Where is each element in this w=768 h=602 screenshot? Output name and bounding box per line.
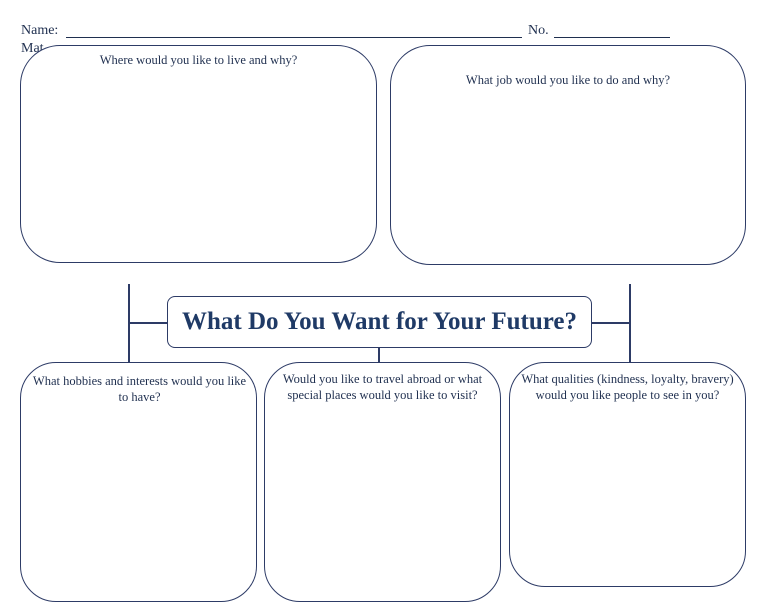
travel-prompt: Would you like to travel abroad or what … [282,372,483,402]
qualities-box[interactable]: What qualities (kindness, loyalty, brave… [509,362,746,587]
page-title: What Do You Want for Your Future? [182,308,577,335]
connector-right-horizontal [592,322,630,324]
job-box[interactable]: What job would you like to do and why? [390,45,746,265]
name-label: Name: [21,23,59,38]
qualities-prompt: What qualities (kindness, loyalty, brave… [521,372,734,402]
travel-box[interactable]: Would you like to travel abroad or what … [264,362,501,602]
hobbies-box[interactable]: What hobbies and interests would you lik… [20,362,257,602]
live-prompt: Where would you like to live and why? [99,53,298,67]
number-line[interactable] [554,37,670,38]
hobbies-prompt: What hobbies and interests would you lik… [32,374,247,404]
title-box: What Do You Want for Your Future? [167,296,592,348]
number-label: No. [528,23,549,38]
name-line[interactable] [66,37,522,38]
job-prompt: What job would you like to do and why? [465,73,671,87]
connector-left-horizontal [128,322,167,324]
connector-center-vertical [378,348,380,362]
live-box[interactable]: Where would you like to live and why? [20,45,377,263]
